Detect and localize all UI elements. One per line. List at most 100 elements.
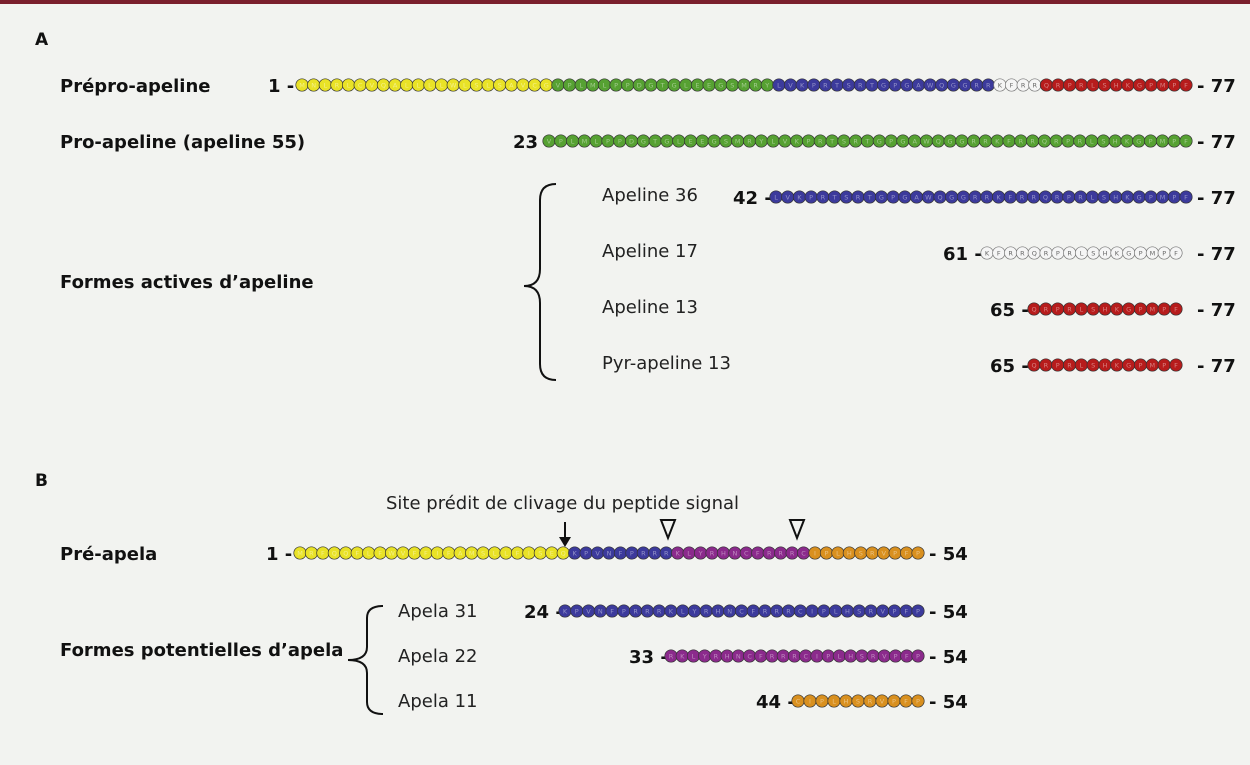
residue-letter: F <box>1184 81 1188 89</box>
residue-letter: S <box>860 652 864 660</box>
residue-letter: S <box>1101 137 1105 145</box>
residue-letter: N <box>736 652 741 660</box>
residue-letter: Y <box>698 549 703 557</box>
residue-letter: N <box>732 549 737 557</box>
start-number-apela-11: 44 - <box>756 692 795 713</box>
residue-letter: V <box>881 549 886 557</box>
row-label-apeline-13: Apeline 13 <box>602 297 698 318</box>
residue-letter: N <box>311 81 316 89</box>
residue-letter: H <box>1113 137 1118 145</box>
residue-bead <box>1179 134 1193 148</box>
residue-letter: P <box>916 652 920 660</box>
residue-letter: S <box>481 549 485 557</box>
residue-letter: L <box>832 697 836 705</box>
residue-letter: P <box>1149 137 1153 145</box>
residue-letter: R <box>868 697 873 705</box>
residue-letter: H <box>845 607 850 615</box>
residue-letter: P <box>891 193 895 201</box>
residue-letter: G <box>544 81 549 89</box>
residue-letter: F <box>905 549 909 557</box>
residue-letter: Q <box>937 193 942 201</box>
row-label-apela-22: Apela 22 <box>398 646 478 667</box>
residue-bead <box>911 546 925 560</box>
residue-letter: V <box>882 652 887 660</box>
residue-letter: D <box>629 137 634 145</box>
residue-letter: R <box>781 652 786 660</box>
panel-b-label: B <box>35 471 48 491</box>
residue-letter: C <box>796 697 801 705</box>
residue-letter: P <box>889 137 893 145</box>
residue-letter: S <box>730 81 734 89</box>
residue-letter: L <box>428 81 432 89</box>
residue-bead <box>911 604 925 618</box>
residue-letter: Y <box>764 81 769 89</box>
residue-letter: V <box>547 137 552 145</box>
residue-letter: G <box>881 81 886 89</box>
residue-letter: G <box>902 193 907 201</box>
residue-letter: R <box>669 652 674 660</box>
residue-letter: G <box>904 81 909 89</box>
residue-letter: H <box>848 652 853 660</box>
residue-letter: K <box>563 607 568 615</box>
residue-letter: L <box>774 193 778 201</box>
residue-letter: S <box>1091 305 1095 313</box>
figure-canvas: A Prépro-apeline Pro-apeline (apeline 55… <box>0 4 1250 765</box>
row-label-pro-apeline: Pro-apeline (apeline 55) <box>60 132 306 153</box>
residue-letter: M <box>1150 361 1156 369</box>
residue-bead <box>1179 78 1193 92</box>
residue-letter: G <box>948 137 953 145</box>
residue-bead <box>1179 190 1193 204</box>
residue-letter: W <box>450 81 457 89</box>
residue-letter: H <box>844 697 849 705</box>
residue-letter: N <box>727 607 732 615</box>
residue-letter: S <box>474 81 478 89</box>
residue-letter: E <box>700 137 704 145</box>
residue-letter: E <box>695 81 699 89</box>
residue-letter: F <box>1174 249 1178 257</box>
residue-letter: L <box>579 81 583 89</box>
residue-letter: L <box>603 81 607 89</box>
residue-letter: K <box>676 549 681 557</box>
residue-letter: L <box>687 549 691 557</box>
residue-letter: P <box>1139 361 1143 369</box>
residue-letter: A <box>509 81 514 89</box>
residue-letter: N <box>598 607 603 615</box>
residue-letter: P <box>614 81 618 89</box>
residue-letter: V <box>880 607 885 615</box>
residue-letter: P <box>1162 361 1166 369</box>
residue-letter: T <box>869 81 874 89</box>
residue-letter: I <box>814 549 816 557</box>
residue-letter: K <box>800 81 805 89</box>
residue-letter: I <box>436 549 438 557</box>
residue-letter: F <box>321 549 325 557</box>
residue-letter: T <box>829 137 834 145</box>
residue-letter: P <box>1149 81 1153 89</box>
residue-letter: P <box>894 652 898 660</box>
residue-letter: A <box>914 193 919 201</box>
end-number-apela-11: - 54 <box>929 692 968 713</box>
residue-bead <box>911 649 925 663</box>
residue-letter: F <box>756 549 760 557</box>
residue-letter: F <box>904 697 908 705</box>
residue-letter: P <box>568 81 572 89</box>
residue-letter: F <box>759 652 763 660</box>
residue-letter: Q <box>1042 137 1047 145</box>
residue-letter: C <box>739 607 744 615</box>
residue-letter: F <box>619 549 623 557</box>
residue-letter: Q <box>1032 249 1037 257</box>
residue-letter: P <box>1066 137 1070 145</box>
residue-letter: Y <box>758 137 763 145</box>
residue-letter: R <box>763 607 768 615</box>
row-label-apela-11: Apela 11 <box>398 691 478 712</box>
residue-bead <box>1169 358 1183 372</box>
residue-letter: K <box>680 652 685 660</box>
residue-letter: P <box>1162 249 1166 257</box>
residue-letter: R <box>1056 81 1061 89</box>
end-number-apela-31: - 54 <box>929 602 968 623</box>
residue-letter: R <box>704 607 709 615</box>
start-number-pre-apela: 1 - <box>266 544 293 565</box>
residue-letter: R <box>1078 137 1083 145</box>
end-number-apela-22: - 54 <box>929 647 968 668</box>
residue-letter: R <box>1044 361 1049 369</box>
residue-letter: C <box>747 652 752 660</box>
